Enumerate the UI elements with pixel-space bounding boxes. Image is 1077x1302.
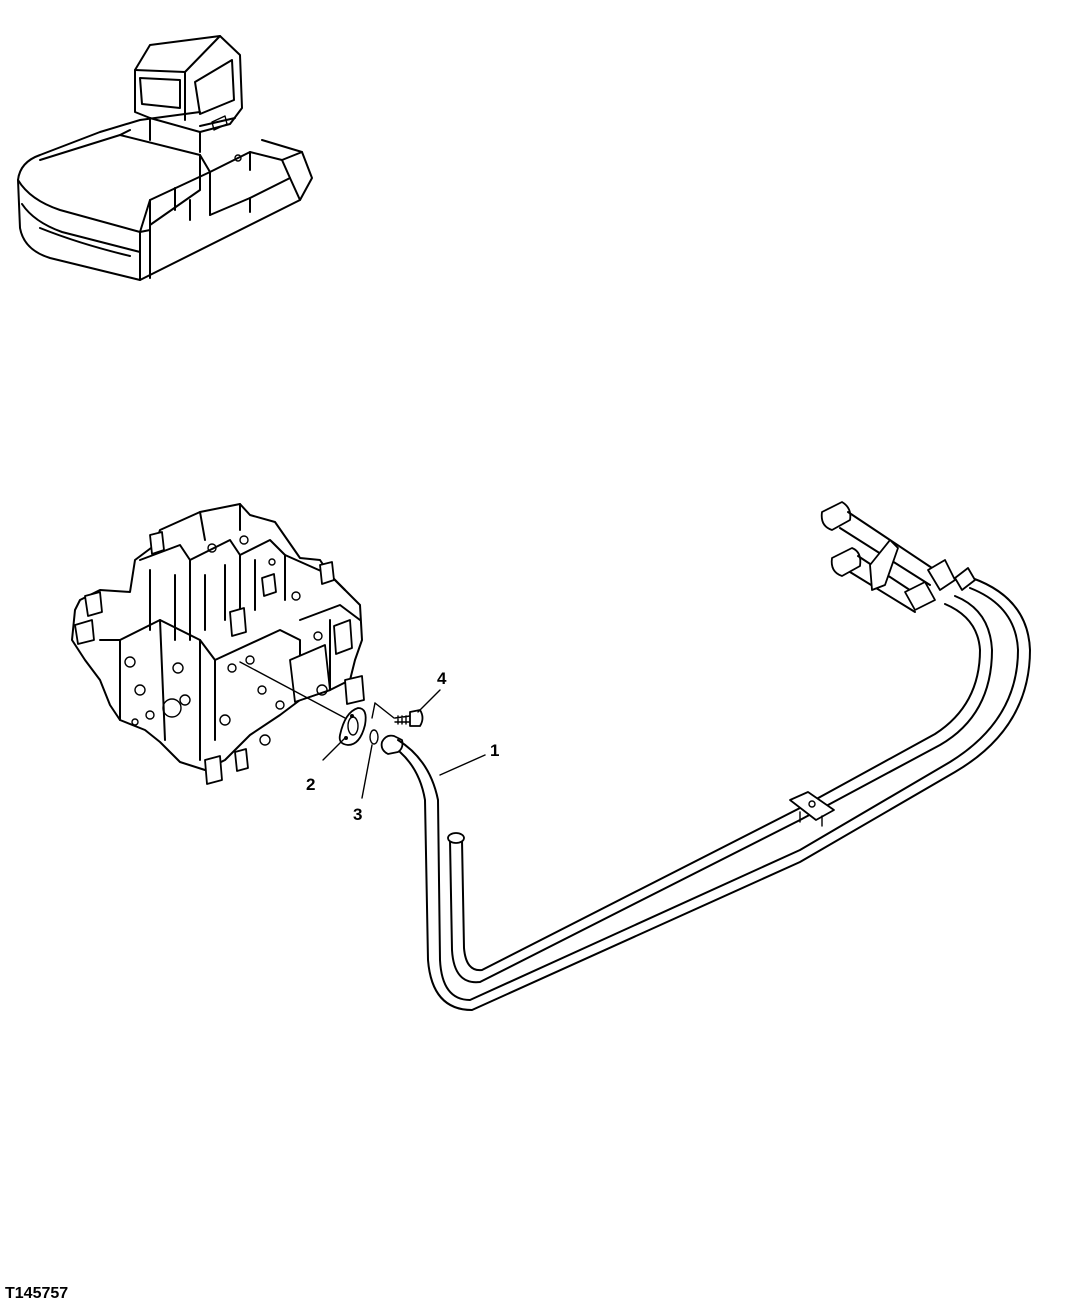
callout-4: 4	[417, 669, 447, 713]
callout-number: 3	[353, 805, 362, 824]
callout-number: 1	[490, 741, 499, 760]
callout-number: 4	[437, 669, 447, 688]
flange-part	[338, 707, 367, 746]
callout-3: 3	[353, 744, 373, 824]
cap-screw-part	[371, 702, 424, 727]
hose-assembly	[380, 501, 1031, 1011]
callout-1: 1	[439, 741, 499, 776]
control-valve-assembly	[71, 503, 365, 785]
o-ring-part	[369, 729, 379, 745]
figure-id: T145757	[5, 1285, 68, 1302]
excavator-locator-view	[17, 35, 313, 281]
callout-number: 2	[306, 775, 315, 794]
callout-2: 2	[306, 737, 346, 794]
